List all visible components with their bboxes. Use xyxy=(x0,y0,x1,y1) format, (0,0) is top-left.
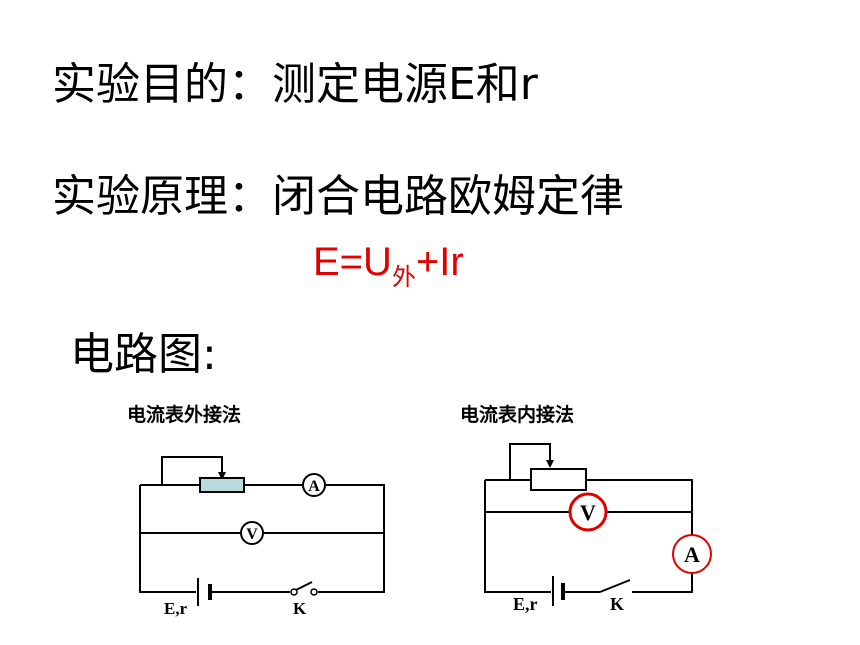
left-ammeter-label: A xyxy=(308,478,320,495)
left-battery-icon xyxy=(197,578,212,606)
right-switch-label: K xyxy=(610,594,624,614)
left-voltmeter-label: V xyxy=(246,526,258,543)
diagram-heading: 电路图: xyxy=(70,329,217,380)
left-rheostat-arrow xyxy=(218,472,226,480)
purpose-line: 实验目的：测定电源E和r xyxy=(52,59,538,110)
right-rheostat xyxy=(530,468,587,491)
formula-tail: +Ir xyxy=(415,240,464,284)
left-rheostat xyxy=(199,477,245,493)
principle-line: 实验原理：闭合电路欧姆定律 xyxy=(52,171,624,222)
left-switch-label: K xyxy=(293,599,307,618)
left-switch-icon xyxy=(290,581,318,596)
left-circuit xyxy=(139,456,385,593)
right-diagram-caption: 电流表内接法 xyxy=(460,404,575,426)
left-voltmeter: V xyxy=(240,521,264,545)
left-source-label: E,r xyxy=(164,599,188,618)
right-circuit xyxy=(484,443,693,593)
formula-subscript: 外 xyxy=(391,263,416,291)
right-ammeter: A xyxy=(672,534,712,574)
right-battery-icon xyxy=(552,576,565,606)
right-rheostat-arrow xyxy=(546,460,554,468)
left-ammeter: A xyxy=(302,473,326,497)
formula-main: E=U xyxy=(313,240,392,284)
right-voltmeter: V xyxy=(568,492,608,532)
formula: E=U外+Ir xyxy=(313,240,464,292)
right-voltmeter-label: V xyxy=(580,500,596,525)
left-diagram-caption: 电流表外接法 xyxy=(127,404,242,426)
right-source-label: E,r xyxy=(513,594,538,614)
right-ammeter-label: A xyxy=(684,542,700,567)
